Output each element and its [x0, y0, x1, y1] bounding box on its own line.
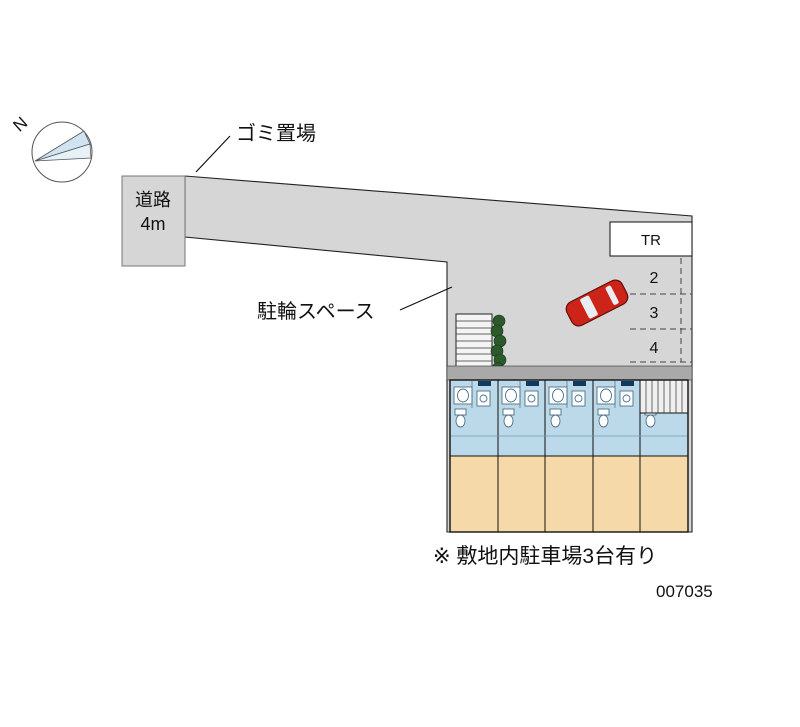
building [449, 379, 689, 533]
car-windshield [580, 295, 598, 319]
plan-number: 007035 [656, 582, 713, 601]
garbage-leader-line [195, 135, 231, 173]
tr-box: TR [609, 221, 693, 257]
tr-rect [609, 221, 693, 257]
parking-note: ※ 敷地内駐車場3台有り [433, 545, 657, 568]
bicycle-parking-label: 駐輪スペース [257, 300, 375, 323]
external-staircase [455, 313, 493, 369]
internal-staircase [639, 379, 689, 414]
compass-needle [34, 143, 92, 162]
walkway [446, 365, 693, 381]
garbage-label: ゴミ置場 [236, 122, 316, 145]
compass-north-label: N [10, 113, 32, 135]
parking-space-number: 3 [650, 305, 659, 322]
bicycle-leader-line [399, 286, 453, 311]
shrubs [490, 314, 507, 374]
car-rear-window [605, 285, 619, 305]
road-area: 道路 4m [121, 175, 186, 267]
road-label-line2: 4m [140, 214, 165, 234]
road-rect [121, 175, 186, 267]
parking-space-number: 4 [650, 340, 659, 357]
car [565, 279, 629, 327]
road-label-line1: 道路 [135, 190, 171, 210]
compass: N [10, 113, 93, 183]
tr-label: TR [641, 232, 661, 249]
parking-space-number: 2 [650, 270, 659, 287]
building-rooms [450, 456, 688, 532]
building-outline [449, 379, 689, 533]
